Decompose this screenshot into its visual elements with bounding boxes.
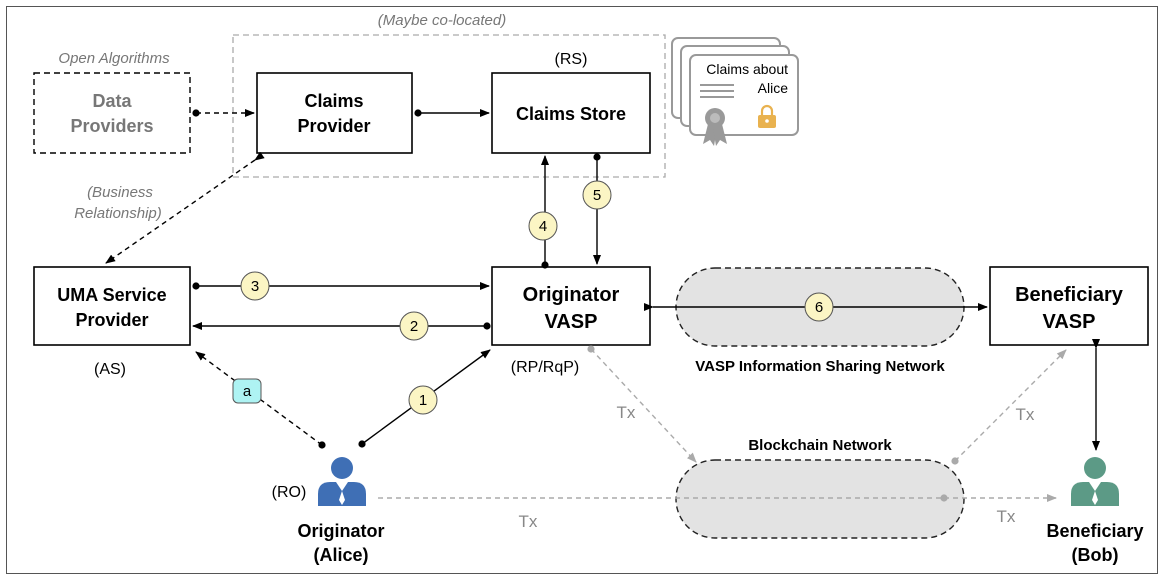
step6-badge: 6 xyxy=(804,292,834,322)
step1-badge: 1 xyxy=(408,385,438,415)
step-a-badge: a xyxy=(232,378,262,404)
uma-line2: Provider xyxy=(75,310,148,330)
beneficiary-vasp-line2: VASP xyxy=(1043,311,1096,333)
tx-label-2: Tx xyxy=(1016,405,1035,424)
svg-text:4: 4 xyxy=(539,218,547,235)
claims-store-label: Claims Store xyxy=(516,104,626,124)
claims-store-box xyxy=(491,72,651,154)
originator-name-line1: Originator xyxy=(297,521,384,541)
business-relationship-line1: (Business xyxy=(87,184,153,201)
originator-vasp-box xyxy=(491,266,651,346)
data-providers-line1: Data xyxy=(92,91,132,111)
beneficiary-name-line2: (Bob) xyxy=(1072,545,1119,565)
tx-label-1: Tx xyxy=(617,403,636,422)
tx-ovasp-to-blockchain-arrow xyxy=(587,345,697,463)
svg-text:a: a xyxy=(243,383,252,400)
originator-name-line2: (Alice) xyxy=(313,545,368,565)
beneficiary-name-line1: Beneficiary xyxy=(1046,521,1143,541)
as-label: (AS) xyxy=(94,361,126,378)
rp-rqp-label: (RP/RqP) xyxy=(511,359,579,376)
co-located-region xyxy=(232,34,666,178)
co-located-label: (Maybe co-located) xyxy=(378,12,506,29)
claims-provider-line1: Claims xyxy=(304,91,363,111)
tx-label-3: Tx xyxy=(519,512,538,531)
data-providers-box xyxy=(33,72,191,154)
ro-label: (RO) xyxy=(272,484,307,501)
business-relationship-line2: Relationship) xyxy=(74,205,162,222)
open-algorithms-label: Open Algorithms xyxy=(58,50,170,67)
svg-text:3: 3 xyxy=(251,278,259,295)
beneficiary-vasp-line1: Beneficiary xyxy=(1015,284,1124,306)
step2-badge: 2 xyxy=(399,311,429,341)
claims-document-stack: Claims about Alice xyxy=(671,37,799,146)
business-relationship-arrow xyxy=(105,151,265,264)
claims-doc-line1: Claims about xyxy=(706,61,788,77)
originator-vasp-line1: Originator xyxy=(523,284,620,306)
blockchain-network-cloud xyxy=(675,459,965,539)
claims-doc-line2: Alice xyxy=(758,80,789,96)
uma-service-provider-box xyxy=(33,266,191,346)
lock-icon xyxy=(758,104,776,128)
claims-provider-line2: Provider xyxy=(297,116,370,136)
originator-vasp-line2: VASP xyxy=(545,311,598,333)
blockchain-network-label: Blockchain Network xyxy=(748,437,892,454)
certificate-seal-icon xyxy=(703,108,727,146)
tx-blockchain-to-bvasp-arrow xyxy=(951,349,1067,465)
rs-label: (RS) xyxy=(555,51,588,68)
beneficiary-vasp-box xyxy=(989,266,1149,346)
svg-text:2: 2 xyxy=(410,318,418,335)
step-a-arrow xyxy=(195,351,326,449)
svg-text:5: 5 xyxy=(593,187,601,204)
step5-badge: 5 xyxy=(582,180,612,210)
data-providers-line2: Providers xyxy=(70,116,153,136)
svg-text:1: 1 xyxy=(419,392,427,409)
tx-label-4: Tx xyxy=(997,507,1016,526)
originator-person-icon xyxy=(318,457,366,506)
step4-badge: 4 xyxy=(528,211,558,241)
step3-badge: 3 xyxy=(240,271,270,301)
beneficiary-person-icon xyxy=(1071,457,1119,506)
vasp-network-label: VASP Information Sharing Network xyxy=(695,358,945,375)
svg-text:6: 6 xyxy=(815,299,823,316)
uma-line1: UMA Service xyxy=(57,285,166,305)
claims-provider-box xyxy=(256,72,413,154)
